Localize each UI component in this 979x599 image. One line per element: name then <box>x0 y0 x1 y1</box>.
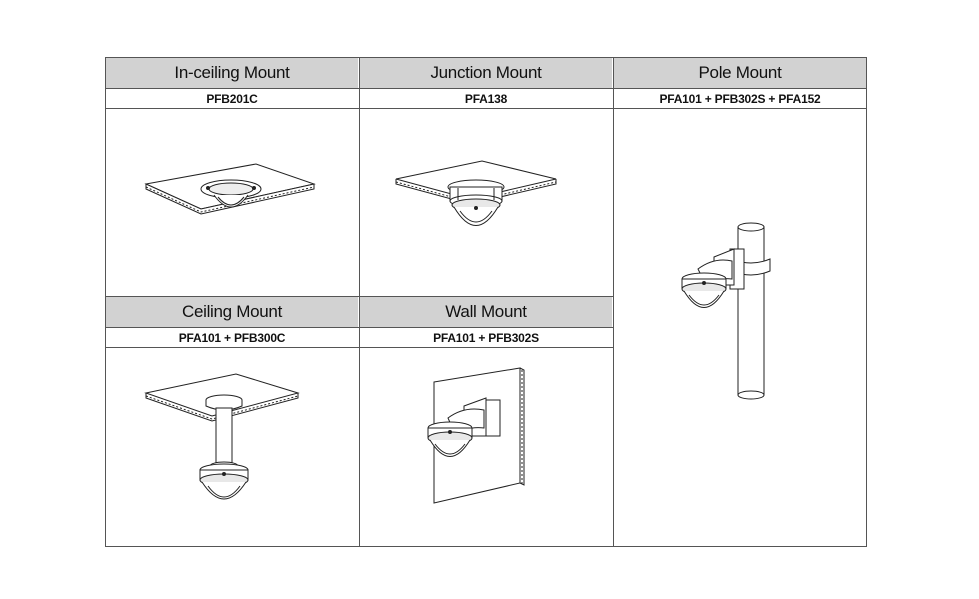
in-ceiling-mount-illustration <box>106 109 358 296</box>
pole-mount-illustration <box>614 109 866 546</box>
pole-camera-icon <box>614 109 866 546</box>
in-ceiling-mount-header: In-ceiling Mount <box>106 58 358 88</box>
wall-mount-header: Wall Mount <box>360 297 612 327</box>
wall-model: PFA101 + PFB302S <box>433 330 539 345</box>
table-border-bottom <box>105 546 867 547</box>
junction-mount-illustration <box>360 109 612 296</box>
ceiling-mount-illustration <box>106 348 358 545</box>
ceiling-mount-header: Ceiling Mount <box>106 297 358 327</box>
junction-mount-header: Junction Mount <box>360 58 612 88</box>
ceiling-camera-icon <box>106 348 358 545</box>
row2-model-bottom <box>105 347 614 348</box>
in-ceiling-model: PFB201C <box>206 91 258 106</box>
model-divider-top <box>105 108 867 109</box>
table-border-left <box>105 57 106 547</box>
header-divider-top <box>105 88 867 89</box>
table-border-top <box>105 57 867 58</box>
row2-header-bottom <box>105 327 614 328</box>
in-ceiling-camera-icon <box>106 109 358 296</box>
wall-camera-icon <box>360 348 612 545</box>
junction-model: PFA138 <box>464 91 508 106</box>
column-divider-2 <box>613 57 614 547</box>
pole-model: PFA101 + PFB302S + PFA152 <box>659 91 821 106</box>
pole-mount-header: Pole Mount <box>614 58 866 88</box>
row2-header-top <box>105 296 614 297</box>
junction-camera-icon <box>360 109 612 296</box>
column-divider-1 <box>359 57 360 547</box>
ceiling-model: PFA101 + PFB300C <box>178 330 286 345</box>
wall-mount-illustration <box>360 348 612 545</box>
table-border-right <box>866 57 867 547</box>
